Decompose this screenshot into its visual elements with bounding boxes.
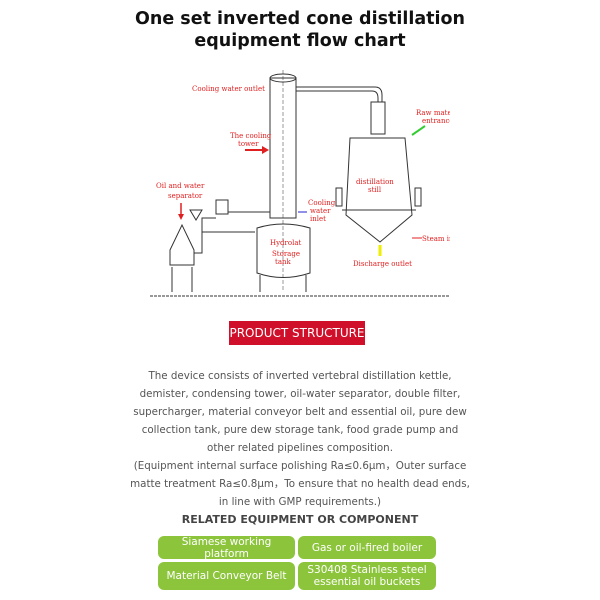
related-item-conveyor: Material Conveyor Belt (158, 562, 295, 590)
label-cw-inlet-3: inlet (310, 215, 326, 223)
label-raw-material-2: entrance (422, 117, 450, 125)
label-separator-1: Oil and water (156, 182, 205, 190)
description: The device consists of inverted vertebra… (130, 367, 470, 511)
separator (169, 223, 195, 266)
related-item-boiler: Gas or oil-fired boiler (298, 536, 436, 559)
description-line: The device consists of inverted vertebra… (148, 370, 452, 382)
hydrolat-tank (256, 223, 311, 278)
label-cw-inlet-1: Cooling (308, 199, 336, 207)
label-steam-inlet: Steam inlet (422, 235, 450, 243)
description-line: supercharger, material conveyor belt and… (133, 406, 467, 418)
related-item-platform: Siamese working platform (158, 536, 295, 560)
related-item-oil-buckets: S30408 Stainless steel essential oil buc… (298, 562, 436, 590)
title-line-1: One set inverted cone distillation (134, 9, 466, 29)
product-structure-banner: PRODUCT STRUCTURE (229, 321, 365, 345)
label-cooling-tower-2: tower (238, 140, 259, 148)
demister (370, 101, 386, 135)
label-still-1: distillation (356, 178, 394, 186)
label-discharge: Discharge outlet (353, 260, 412, 268)
label-cooling-water-outlet: Cooling water outlet (192, 85, 265, 93)
description-line: other related pipelines composition. (207, 442, 393, 454)
flow-chart-diagram: Cooling water outlet The cooling tower O… (150, 70, 450, 297)
label-cooling-tower-1: The cooling (230, 132, 272, 140)
distillation-still (345, 137, 413, 243)
label-still-2: still (368, 186, 382, 194)
label-cw-inlet-2: water (310, 207, 331, 215)
label-hydrolat-2: Storage (272, 250, 300, 258)
label-hydrolat-3: tank (275, 258, 291, 266)
related-heading: RELATED EQUIPMENT OR COMPONENT (181, 513, 419, 526)
description-line: collection tank, pure dew storage tank, … (141, 424, 459, 436)
label-raw-material-1: Raw material (416, 109, 450, 117)
description-line: in line with GMP requirements.) (218, 496, 382, 508)
title-line-2: equipment flow chart (194, 31, 406, 51)
description-line: demister, condensing tower, oil-water se… (139, 388, 461, 400)
label-separator-2: separator (168, 192, 203, 200)
description-line: (Equipment internal surface polishing Ra… (133, 460, 467, 472)
description-line: matte treatment Ra≤0.8μm，To ensure that … (130, 478, 470, 490)
label-hydrolat-1: Hydrolat (270, 239, 302, 247)
flow-arrows (178, 125, 426, 256)
